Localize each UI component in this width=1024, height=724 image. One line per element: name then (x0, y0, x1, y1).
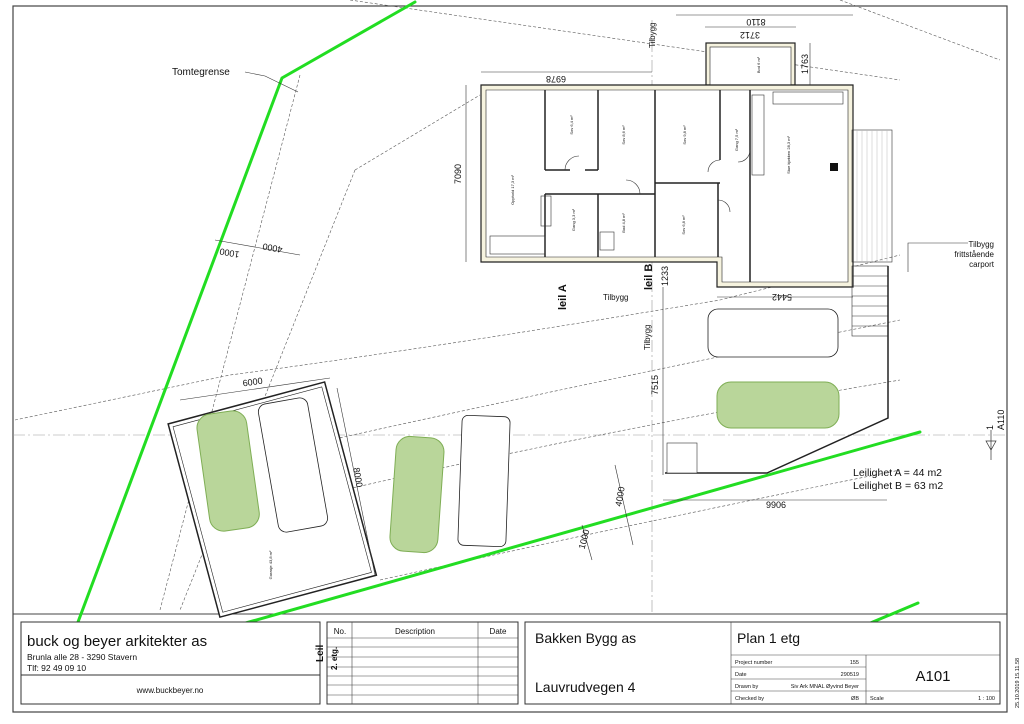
section-number: 1 (985, 425, 995, 430)
revision-col-no: No. (334, 627, 346, 636)
room-bad: Bad 4,8 m² (621, 213, 626, 233)
carport-label-1: Tilbygg (969, 240, 995, 249)
checked-by-value: ØB (851, 696, 859, 702)
dimension-lines (179, 14, 887, 576)
client-name: Bakken Bygg as (535, 630, 636, 646)
scale-label: Scale (870, 696, 884, 702)
revision-col-date: Date (490, 627, 507, 636)
revision-side-label-1: Leil (315, 645, 326, 662)
tomtegrense-label: Tomtegrense (172, 67, 230, 78)
room-bod: Bod 6 m² (756, 56, 761, 73)
date-label: Date (735, 672, 747, 678)
dim-8110: 8110 (746, 17, 765, 27)
annotations: Tomtegrense leil A leil B Tilbygg Tilbyg… (172, 23, 1006, 493)
dim-4000-boundary: 4000 (262, 241, 283, 254)
room-gang-1: Gang 3,3 m² (571, 208, 576, 231)
revision-side-label-2: 2. etg. (330, 647, 339, 670)
room-gang-2: Gang 7,5 m² (734, 128, 739, 151)
dim-9906: 9906 (766, 500, 786, 510)
tilbygg-top-label: Tilbygg (648, 23, 657, 49)
car-green-carport (716, 381, 840, 429)
revision-table (326, 621, 519, 705)
dim-3712: 3712 (740, 30, 760, 40)
tilbygg-mid-label: Tilbygg (603, 293, 629, 302)
car-carport (707, 308, 839, 358)
car-driveway (457, 415, 511, 547)
leil-b-label: leil B (643, 264, 655, 290)
company-box (20, 621, 321, 705)
company-website: www.buckbeyer.no (136, 686, 204, 695)
dim-7515: 7515 (650, 375, 660, 395)
dim-6978: 6978 (546, 74, 566, 84)
area-leilighet-a: Leilighet A = 44 m2 (853, 467, 942, 479)
building-plan (480, 42, 893, 474)
carport-label-3: carport (969, 260, 995, 269)
room-sov-1: Sov 6,4 m² (569, 115, 574, 135)
room-sov-4: Sov 6,8 m² (681, 215, 686, 235)
car-green-garage (196, 410, 260, 532)
project-number-label: Project number (735, 660, 772, 666)
dim-8000: 8000 (351, 467, 364, 488)
company-phone: Tlf: 92 49 09 10 (27, 663, 86, 673)
room-garasje: Garasje 43,8 m² (268, 550, 273, 579)
revision-col-description: Description (395, 627, 435, 636)
dim-1000-boundary: 1000 (219, 246, 240, 259)
company-name: buck og beyer arkitekter as (27, 633, 207, 650)
tilbygg-side-label: Tilbygg (643, 325, 652, 351)
drawn-by-value: Siv Ark MNAL Øyvind Beyer (791, 684, 859, 690)
date-value: 290519 (841, 672, 859, 678)
dim-4000-driveway: 4000 (613, 486, 626, 507)
section-sheet: A110 (996, 410, 1006, 430)
dim-1233: 1233 (660, 266, 670, 286)
car-green-driveway (389, 435, 445, 554)
project-box (524, 621, 1001, 705)
sheet-title: Plan 1 etg (737, 630, 800, 646)
area-leilighet-b: Leilighet B = 63 m2 (853, 480, 943, 492)
section-marker-icon (985, 430, 997, 460)
room-opphold: Opphold 17,3 m² (510, 174, 515, 204)
room-sov-2: Sov 8,6 m² (621, 125, 626, 145)
company-address: Brunla alle 28 - 3290 Stavern (27, 652, 137, 662)
drawn-by-label: Drawn by (735, 684, 758, 690)
title-block: buck og beyer arkitekter as Brunla alle … (20, 621, 1021, 708)
carport-label-2: frittstående (954, 250, 994, 259)
sheet-number: A101 (915, 668, 950, 685)
dim-1763: 1763 (800, 54, 810, 74)
dim-7090: 7090 (453, 164, 463, 184)
room-sov-3: Sov 9,8 m² (682, 125, 687, 145)
room-stue-kjokken: Stue kjøkken 28,3 m² (786, 135, 791, 173)
scale-value: 1 : 100 (978, 696, 995, 702)
print-timestamp: 25.10.2019 15.11.58 (1015, 658, 1021, 708)
sheet-frame (12, 5, 1008, 713)
room-labels: Opphold 17,3 m² Sov 6,4 m² Sov 8,6 m² Ga… (268, 56, 791, 579)
checked-by-label: Checked by (735, 696, 764, 702)
car-garage (257, 397, 329, 533)
dim-6000: 6000 (242, 376, 263, 389)
leil-a-label: leil A (557, 284, 569, 310)
dim-5442: 5442 (772, 292, 792, 302)
project-address: Lauvrudvegen 4 (535, 679, 636, 695)
cars (196, 308, 840, 554)
project-number: 155 (850, 660, 859, 666)
dim-1000-driveway: 1000 (577, 528, 592, 550)
